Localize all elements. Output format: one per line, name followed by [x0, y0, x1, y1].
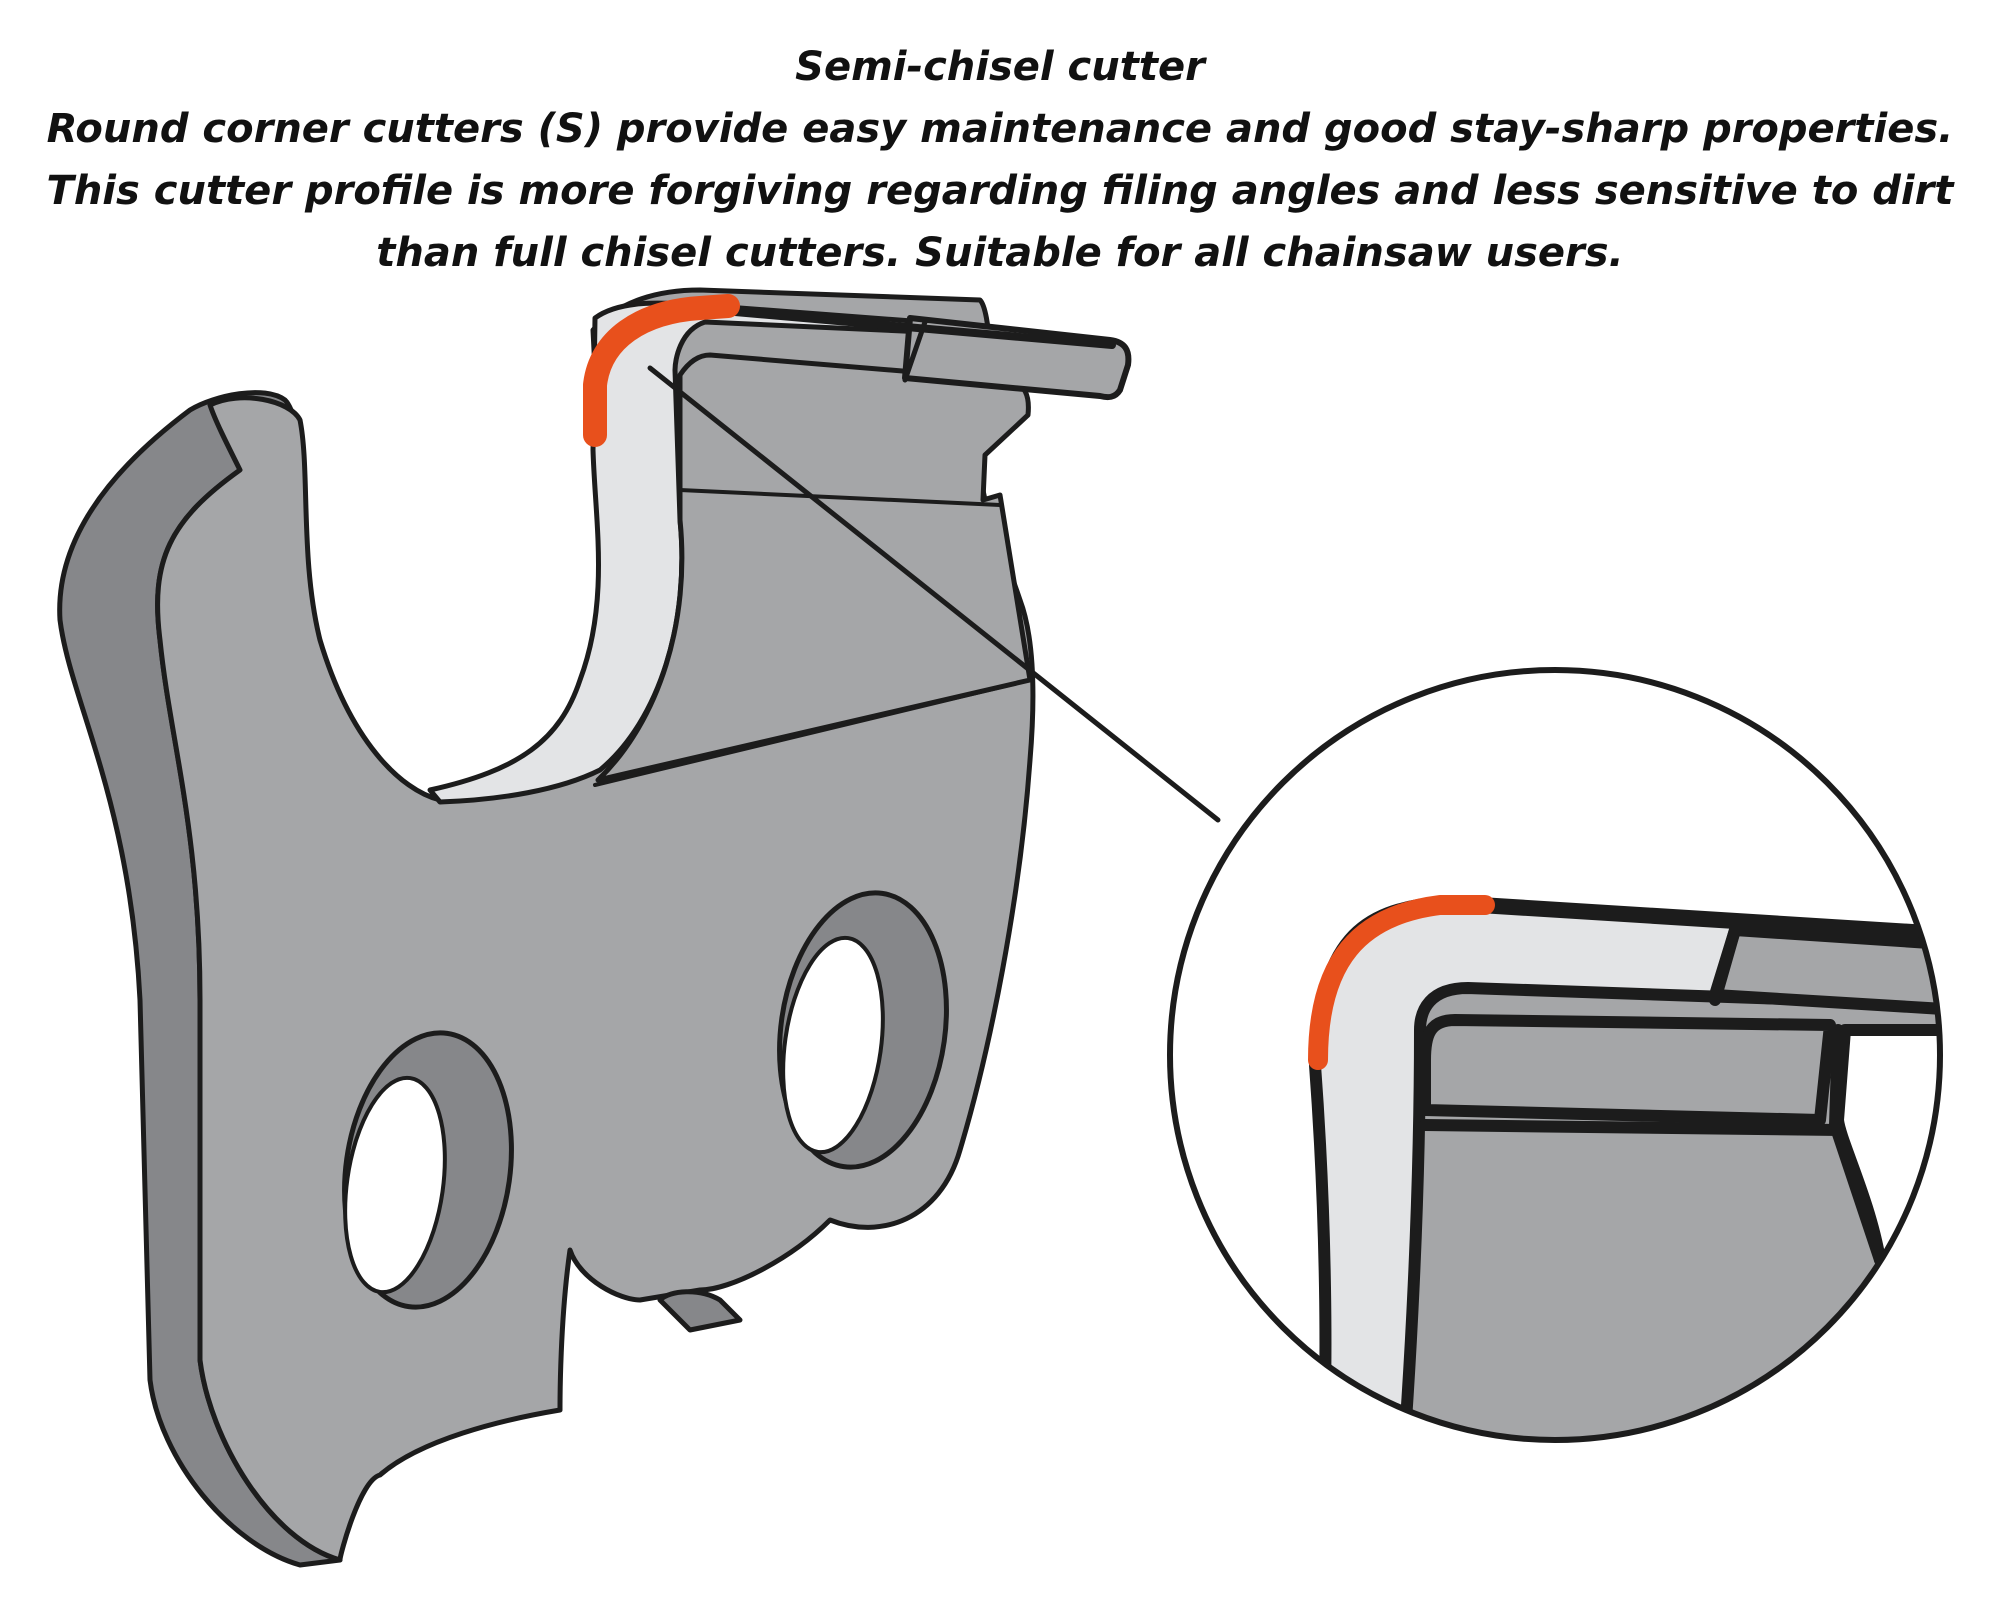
magnifier-outline: [1167, 667, 1943, 1443]
cutter-side-plate: [595, 352, 1033, 783]
cutting-corner-highlight: [583, 294, 740, 447]
zoom-top-edge: [1472, 897, 1940, 943]
cutter-top-plate: [427, 300, 928, 805]
facet-line-upper: [678, 488, 1002, 507]
zoom-facet-line: [1419, 1119, 1846, 1136]
zoom-inner-window: [1419, 1014, 1836, 1126]
caption-body: Round corner cutters (S) provide easy ma…: [46, 106, 1954, 276]
facet-line-lower: [593, 678, 1032, 787]
rivet-hole-right: [777, 890, 949, 1170]
zoom-side-edge: [1829, 1024, 1886, 1266]
caption-title: Semi-chisel cutter: [795, 44, 1205, 90]
zoom-plate-division: [1709, 924, 1741, 1006]
top-plate-edge: [731, 308, 1116, 349]
magnifier-leader-line: [647, 365, 1221, 823]
magnifier-detail: [1167, 667, 1943, 1443]
cutter-notch: [657, 1289, 743, 1333]
diagram-caption: Semi-chisel cutter Round corner cutters …: [0, 36, 2000, 284]
rivet-hole-left: [342, 1030, 514, 1310]
zoom-cutting-corner: [1308, 895, 1495, 1070]
